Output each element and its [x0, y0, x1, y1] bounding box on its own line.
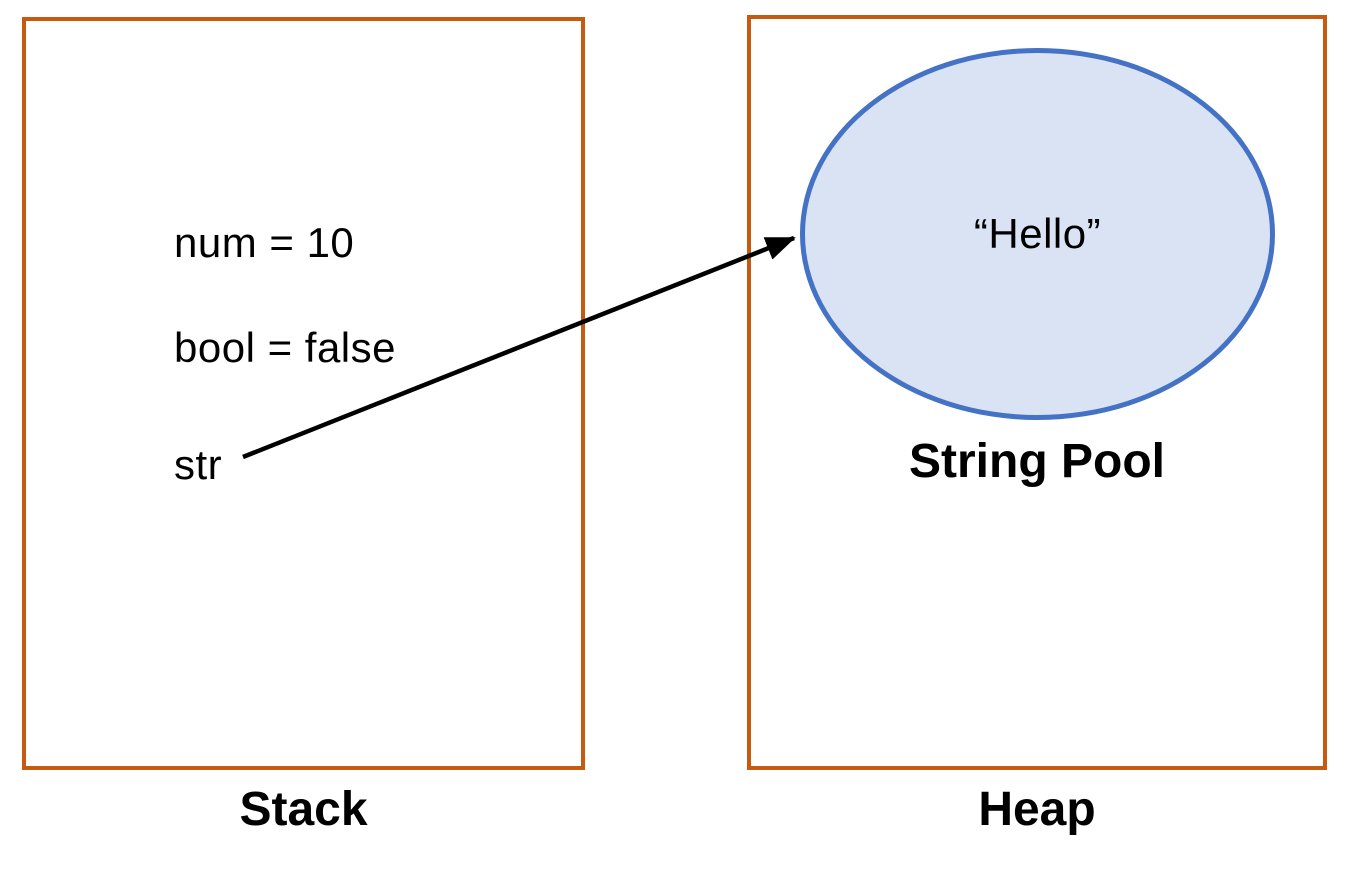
- stack-label: Stack: [239, 783, 368, 836]
- string-pool-label: String Pool: [909, 435, 1165, 488]
- string-value-text: “Hello”: [973, 210, 1102, 257]
- string-pool-ellipse: “Hello”: [800, 48, 1275, 420]
- heap-label: Heap: [978, 783, 1096, 836]
- stack-box: num = 10 bool = false str: [22, 17, 585, 770]
- variable-bool: bool = false: [174, 324, 396, 371]
- variable-num: num = 10: [174, 219, 355, 266]
- variable-str: str: [174, 441, 223, 488]
